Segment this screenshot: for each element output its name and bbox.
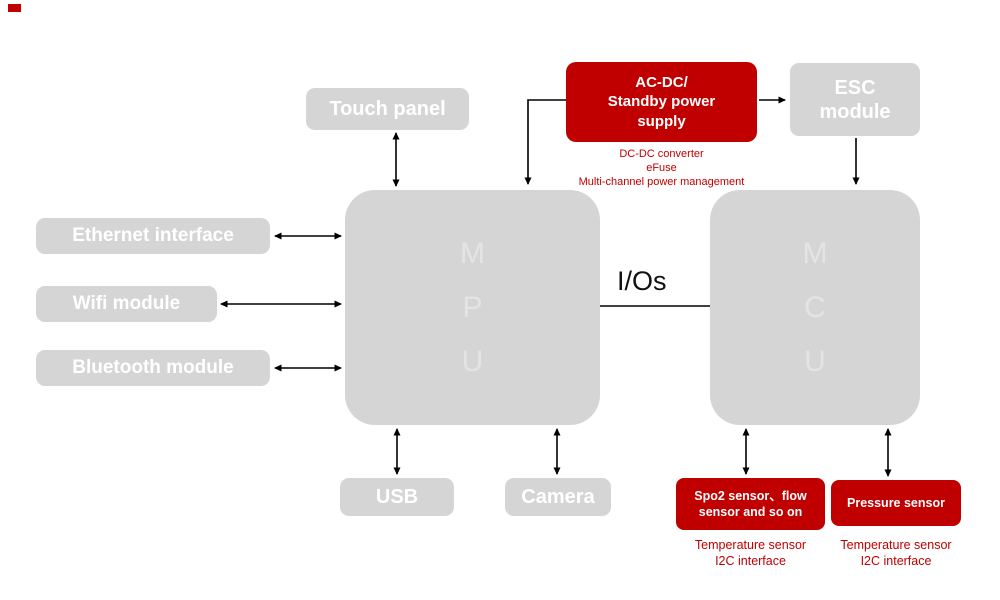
power-caption-line2: eFuse — [646, 161, 677, 174]
node-touch-panel: Touch panel — [306, 88, 469, 130]
power-label-line1: AC-DC/ — [635, 73, 688, 91]
mcu-letter-u: U — [804, 344, 826, 378]
power-label-line2: Standby power — [607, 93, 716, 111]
power-caption-line1: DC-DC converter — [619, 148, 704, 160]
wifi-label: Wifi module — [72, 293, 181, 314]
spo2-caption: Temperature sensor I2C interface — [676, 537, 825, 570]
spo2-label-line1: Spo2 sensor、flow — [694, 488, 807, 503]
mcu-letter-m: M — [802, 236, 828, 270]
pressure-label-line1: Pressure sensor — [847, 496, 945, 510]
node-ethernet-interface: Ethernet interface — [36, 218, 270, 254]
bluetooth-label: Bluetooth module — [72, 357, 234, 378]
mpu-letter-p: P — [462, 290, 483, 324]
corner-red-mark — [8, 4, 21, 12]
node-esc-module: ESC module — [790, 63, 920, 136]
node-bluetooth-module: Bluetooth module — [36, 350, 270, 386]
ethernet-label: Ethernet interface — [72, 225, 234, 246]
esc-label-line1: ESC — [834, 76, 876, 99]
pressure-caption-line2: I2C interface — [860, 554, 932, 569]
mpu-letter-m: M — [460, 236, 485, 270]
mpu-letter-u: U — [461, 344, 484, 378]
power-caption-line3: Multi-channel power management — [578, 175, 745, 188]
node-wifi-module: Wifi module — [36, 286, 217, 322]
power-label-line3: supply — [637, 112, 686, 130]
spo2-caption-line1: Temperature sensor — [694, 538, 807, 552]
node-pressure-sensor: Pressure sensor — [831, 480, 961, 526]
camera-label: Camera — [521, 485, 595, 508]
spo2-label-line2: sensor and so on — [698, 505, 803, 519]
pressure-caption-line1: Temperature sensor — [840, 538, 952, 552]
esc-label-line2: module — [819, 100, 891, 123]
node-spo2-sensor: Spo2 sensor、flow sensor and so on — [676, 478, 825, 530]
node-mpu: M P U — [345, 190, 600, 425]
touch-panel-label: Touch panel — [329, 97, 446, 120]
node-mcu: M C U — [710, 190, 920, 425]
pressure-caption: Temperature sensor I2C interface — [826, 537, 966, 570]
node-power-supply: AC-DC/ Standby power supply — [566, 62, 757, 142]
bus-label: I/Os — [617, 266, 667, 296]
usb-label: USB — [375, 485, 419, 508]
power-supply-caption: DC-DC converter eFuse Multi-channel powe… — [521, 148, 802, 189]
spo2-caption-line2: I2C interface — [715, 554, 786, 569]
node-usb: USB — [340, 478, 454, 516]
node-camera: Camera — [505, 478, 611, 516]
mcu-letter-c: C — [804, 290, 826, 324]
